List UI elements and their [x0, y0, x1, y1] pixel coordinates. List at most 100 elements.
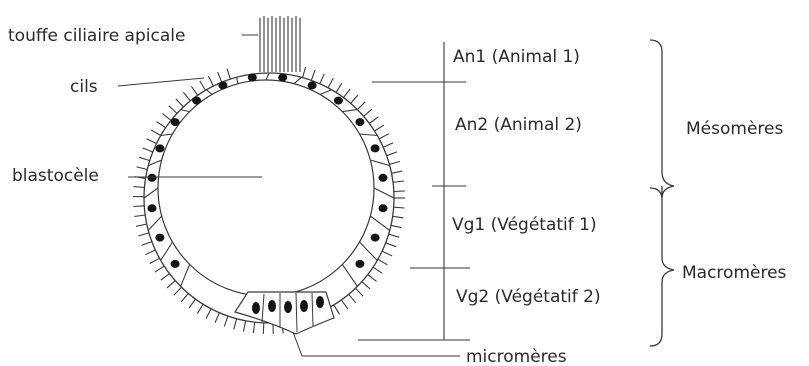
cilium [379, 134, 389, 139]
cilium [138, 233, 149, 236]
tier-label-vg2: Vg2 (Végétatif 2) [456, 287, 601, 307]
cilium [349, 294, 356, 303]
cell-wall [181, 264, 190, 286]
braces [650, 40, 674, 346]
cell-nucleus [308, 81, 317, 89]
micromere-nucleus [300, 300, 308, 312]
cilium [209, 76, 214, 86]
cilium [320, 74, 325, 84]
cilium [134, 187, 145, 188]
cell-nucleus [155, 234, 164, 242]
cilium [161, 274, 170, 281]
cell-nucleus [371, 234, 380, 242]
micromere-cluster [235, 292, 334, 334]
cilium [244, 321, 246, 332]
cilium [142, 242, 152, 246]
cell-wall [144, 188, 158, 198]
cell-wall [360, 242, 378, 261]
cilium [157, 122, 166, 128]
cell-nucleus [218, 81, 227, 89]
cilium [200, 81, 206, 91]
macromeres-brace [650, 188, 674, 346]
cilium [189, 299, 195, 308]
cilium [150, 258, 160, 263]
cilia-label: cils [70, 77, 98, 97]
cell-wall [294, 77, 301, 83]
cell-nucleus [355, 118, 364, 126]
cilium [136, 224, 147, 226]
cilium [364, 109, 372, 116]
cilium [362, 282, 370, 289]
cell-nucleus [371, 144, 380, 152]
cilium [393, 216, 404, 218]
cell-wall [181, 110, 190, 112]
cell-nucleus [148, 174, 157, 182]
cilium [181, 294, 188, 302]
cell-wall [370, 160, 389, 166]
cilium [383, 143, 393, 148]
cilium [197, 304, 203, 313]
cilium [351, 95, 358, 103]
cell-nucleus [379, 204, 388, 212]
micromere-nucleus [316, 296, 324, 308]
micromere-nucleus [268, 300, 276, 312]
cilium [169, 106, 177, 114]
cell-wall [266, 73, 269, 80]
mesomeres-label: Mésomères [686, 119, 783, 139]
cilia-leader [118, 78, 204, 86]
cell-wall [161, 134, 173, 136]
cell-nucleus [334, 97, 343, 105]
cilium [394, 191, 405, 192]
cell-nucleus [355, 260, 364, 268]
cell-nucleus [379, 174, 388, 182]
cell-nucleus [148, 204, 157, 212]
cilium [391, 225, 402, 227]
apical-tuft-label: touffe ciliaire apicale [8, 26, 185, 46]
tier-label-an1: An1 (Animal 1) [453, 47, 580, 67]
tier-label-vg1: Vg1 (Végétatif 1) [452, 215, 597, 235]
cell-wall [342, 264, 357, 286]
cilium [234, 319, 237, 330]
micromeres-label: micromères [466, 347, 567, 366]
cell-nucleus [278, 74, 287, 82]
cilium [387, 152, 397, 156]
cilium [145, 250, 155, 255]
cell-nucleus [248, 74, 257, 82]
cilium [174, 287, 182, 295]
cilium [394, 207, 405, 208]
cilium [382, 251, 392, 256]
blastocoel-label: blastocèle [12, 166, 99, 186]
cilium [392, 171, 403, 173]
cell-wall [207, 90, 213, 95]
cilium [253, 322, 254, 333]
cilium [369, 117, 378, 124]
micromere-nucleus [252, 302, 260, 314]
cilium [183, 92, 190, 101]
cilium [155, 266, 164, 272]
cilium [143, 148, 153, 152]
cilium [218, 72, 222, 82]
cilium [147, 139, 157, 144]
micromeres-leader [293, 332, 460, 356]
cilium [373, 267, 382, 273]
inner-wall [158, 80, 374, 296]
cilium [133, 206, 144, 207]
tier-axis [358, 42, 470, 340]
cilium [191, 86, 197, 95]
cilium [227, 69, 230, 79]
cilium [167, 281, 175, 288]
cilium [341, 300, 347, 309]
cilium [386, 243, 396, 247]
cilium [356, 288, 364, 296]
cell-wall [342, 110, 357, 112]
cell-wall [237, 77, 238, 83]
cilium [215, 313, 219, 323]
micromere-nucleus [284, 301, 292, 313]
cilium [206, 309, 211, 319]
cell-nucleus [192, 97, 201, 105]
cilium [389, 161, 400, 164]
cilium [375, 125, 384, 131]
cilium [139, 157, 150, 160]
cilium [134, 215, 145, 217]
